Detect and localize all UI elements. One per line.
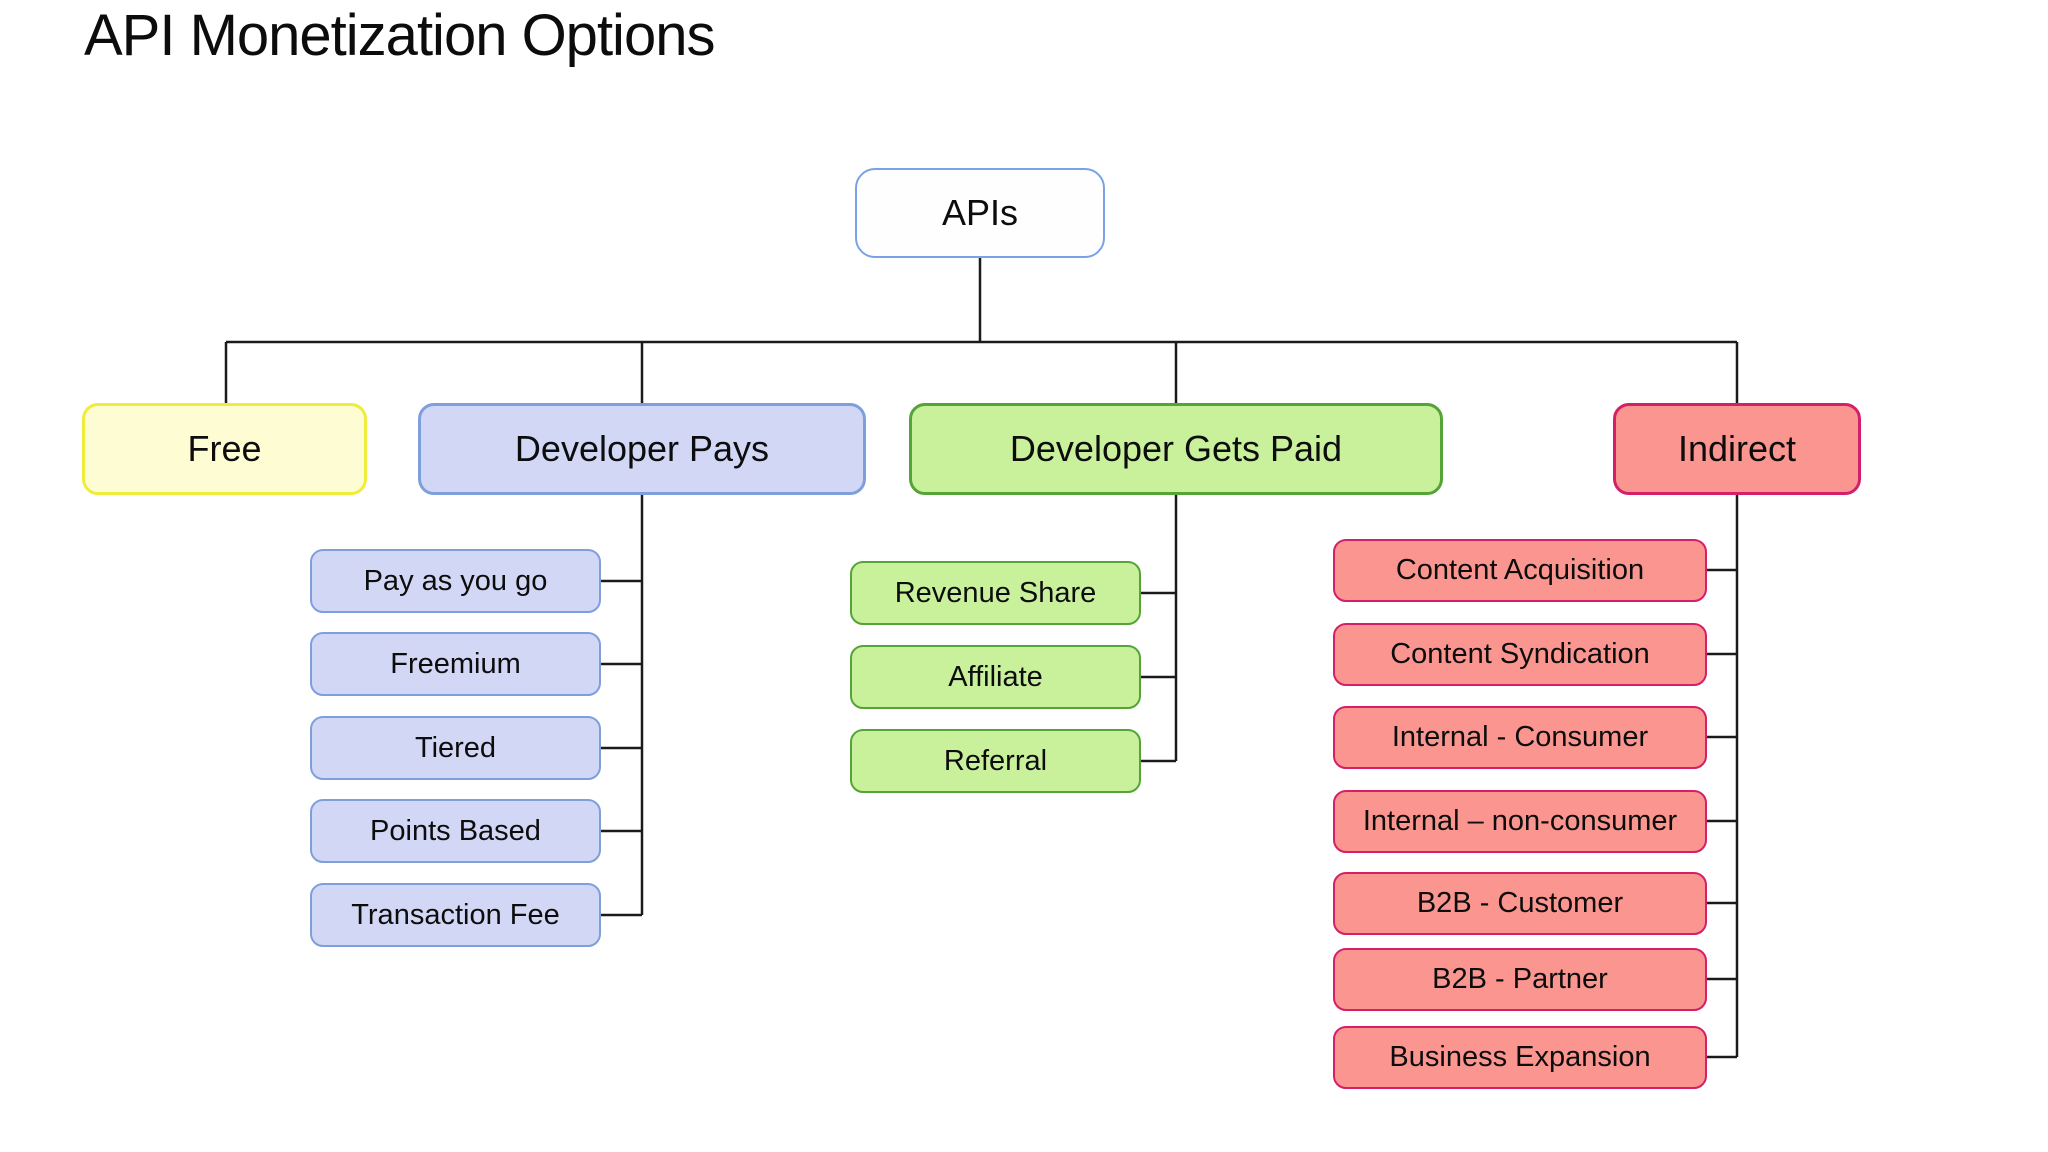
node-content-acquisition: Content Acquisition	[1333, 539, 1707, 602]
node-b2b-customer: B2B - Customer	[1333, 872, 1707, 935]
node-revenue-share: Revenue Share	[850, 561, 1141, 625]
node-tiered: Tiered	[310, 716, 601, 780]
node-referral: Referral	[850, 729, 1141, 793]
node-business-expansion: Business Expansion	[1333, 1026, 1707, 1089]
node-free: Free	[82, 403, 367, 495]
node-b2b-partner: B2B - Partner	[1333, 948, 1707, 1011]
node-apis: APIs	[855, 168, 1105, 258]
node-internal-non-consumer: Internal – non-consumer	[1333, 790, 1707, 853]
node-developer-gets-paid: Developer Gets Paid	[909, 403, 1443, 495]
node-developer-pays: Developer Pays	[418, 403, 866, 495]
node-content-syndication: Content Syndication	[1333, 623, 1707, 686]
node-indirect: Indirect	[1613, 403, 1861, 495]
node-affiliate: Affiliate	[850, 645, 1141, 709]
page-title: API Monetization Options	[84, 3, 715, 68]
node-transaction-fee: Transaction Fee	[310, 883, 601, 947]
node-freemium: Freemium	[310, 632, 601, 696]
node-internal-consumer: Internal - Consumer	[1333, 706, 1707, 769]
node-points-based: Points Based	[310, 799, 601, 863]
node-pay-as-you-go: Pay as you go	[310, 549, 601, 613]
